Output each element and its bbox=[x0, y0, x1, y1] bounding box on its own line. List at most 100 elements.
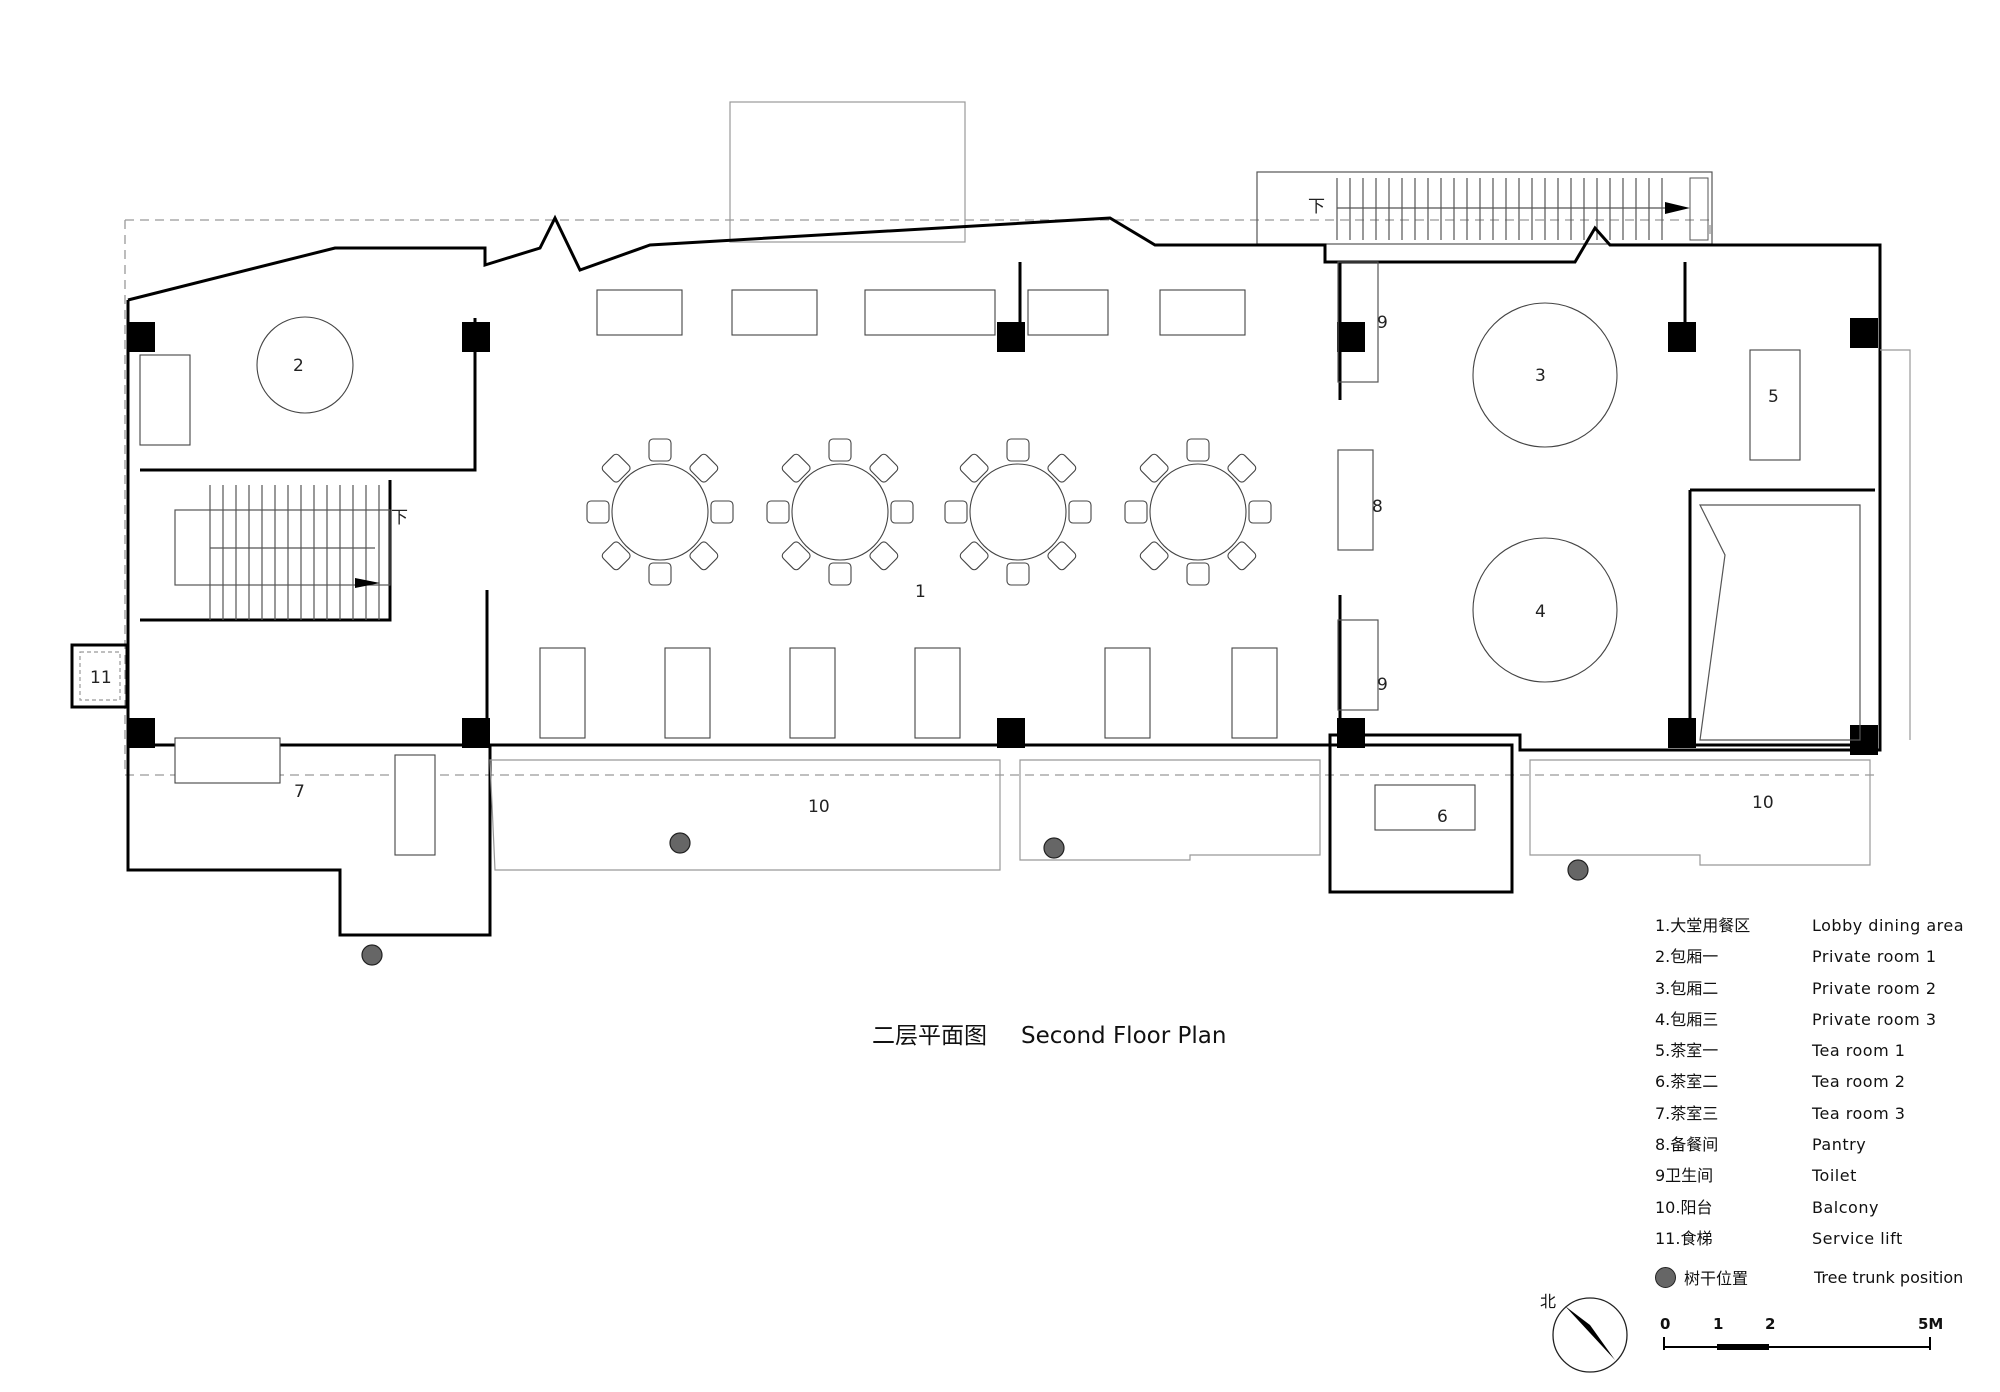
roof-outline-dashed bbox=[124, 219, 1880, 776]
legend-en: Private room 1 bbox=[1812, 947, 1937, 967]
balcony-1 bbox=[489, 759, 1001, 871]
legend-zh: 8.备餐间 bbox=[1655, 1135, 1719, 1155]
balcony-2 bbox=[1529, 759, 1871, 866]
chair bbox=[1006, 438, 1030, 462]
chair bbox=[689, 453, 719, 483]
chair bbox=[601, 453, 631, 483]
tree-trunk-icon bbox=[1655, 1266, 1676, 1288]
legend-en: Tea room 1 bbox=[1812, 1041, 1906, 1061]
legend-row: 4.包厢三 Private room 3 bbox=[1655, 1004, 1964, 1035]
private-room-tables bbox=[256, 302, 1618, 683]
chair bbox=[586, 500, 610, 524]
room-label-10a: 10 bbox=[808, 797, 830, 817]
legend-en: Private room 3 bbox=[1812, 1009, 1937, 1029]
room-label-9b: 9 bbox=[1377, 675, 1388, 695]
chair bbox=[1227, 453, 1257, 483]
legend-en: Tea room 2 bbox=[1812, 1072, 1906, 1092]
scale-bar bbox=[1663, 1337, 1931, 1350]
legend-row: 9卫生间 Toilet bbox=[1655, 1160, 1964, 1191]
legend-zh: 1.大堂用餐区 bbox=[1655, 916, 1751, 935]
tree-legend-zh: 树干位置 bbox=[1684, 1269, 1749, 1288]
room-label-8: 8 bbox=[1372, 497, 1383, 517]
stair-arrow-icon bbox=[1665, 202, 1690, 214]
room-labels: 1 2 3 4 5 6 7 8 9 9 10 10 11 下 下 bbox=[90, 197, 1779, 827]
north-booths bbox=[596, 289, 1246, 336]
chair bbox=[1248, 500, 1272, 524]
chair bbox=[766, 500, 790, 524]
stair-down-mark: 下 bbox=[391, 508, 408, 528]
lift-car bbox=[79, 651, 121, 701]
legend-row: 8.备餐间 Pantry bbox=[1655, 1129, 1964, 1160]
chair bbox=[710, 500, 734, 524]
chair bbox=[781, 541, 811, 571]
room-label-3: 3 bbox=[1535, 366, 1546, 386]
room-label-7: 7 bbox=[294, 782, 305, 802]
toilets bbox=[1337, 261, 1379, 711]
east-edge bbox=[1880, 349, 1911, 740]
chair bbox=[1139, 453, 1169, 483]
top-stair-box bbox=[1256, 171, 1713, 245]
service-lift bbox=[70, 643, 129, 709]
legend-zh: 9卫生间 bbox=[1655, 1166, 1714, 1186]
legend-en: Private room 2 bbox=[1812, 978, 1937, 998]
legend-en: Service lift bbox=[1812, 1228, 1903, 1248]
chair bbox=[781, 453, 811, 483]
scale-label-0: 0 bbox=[1660, 1315, 1671, 1333]
plan-title-en: Second Floor Plan bbox=[1021, 1023, 1227, 1049]
tea-furniture bbox=[139, 349, 1861, 856]
tree-trunks bbox=[361, 832, 1589, 966]
chair bbox=[944, 500, 968, 524]
scale-label-2: 2 bbox=[1765, 1315, 1776, 1333]
room-label-2: 2 bbox=[293, 356, 304, 376]
legend-en: Tea room 3 bbox=[1812, 1103, 1906, 1123]
chair bbox=[689, 541, 719, 571]
chair bbox=[1124, 500, 1148, 524]
chair bbox=[828, 562, 852, 586]
legend-zh: 6.茶室二 bbox=[1655, 1072, 1719, 1092]
legend-en: Toilet bbox=[1812, 1166, 1857, 1186]
stair-down-mark-top: 下 bbox=[1308, 197, 1325, 217]
legend-row: 10.阳台 Balcony bbox=[1655, 1192, 1964, 1223]
chair bbox=[648, 562, 672, 586]
tree-legend-en: Tree trunk position bbox=[1814, 1267, 1964, 1287]
legend-row: 1.大堂用餐区 Lobby dining area bbox=[1655, 910, 1964, 941]
room-label-6: 6 bbox=[1437, 807, 1448, 827]
chair bbox=[959, 453, 989, 483]
legend-row: 5.茶室一 Tea room 1 bbox=[1655, 1035, 1964, 1066]
tree-legend: 树干位置 Tree trunk position bbox=[1655, 1265, 1963, 1289]
chair bbox=[1047, 453, 1077, 483]
legend-en: Lobby dining area bbox=[1812, 916, 1965, 935]
legend-zh: 4.包厢三 bbox=[1655, 1009, 1719, 1029]
room-label-11: 11 bbox=[90, 668, 112, 688]
tea-room-walls bbox=[1683, 262, 1875, 747]
lobby-round-tables bbox=[586, 438, 1272, 586]
chair bbox=[1139, 541, 1169, 571]
south-booths bbox=[539, 647, 1278, 739]
chair bbox=[1227, 541, 1257, 571]
legend-row: 6.茶室二 Tea room 2 bbox=[1655, 1066, 1964, 1097]
scale-label-1: 1 bbox=[1713, 1315, 1724, 1333]
north-arrow-icon bbox=[1552, 1297, 1628, 1373]
legend-zh: 2.包厢一 bbox=[1655, 947, 1719, 967]
legend-en: Pantry bbox=[1812, 1135, 1867, 1155]
balcony-connector bbox=[1019, 759, 1321, 861]
room2-wall bbox=[140, 318, 477, 472]
legend-zh: 5.茶室一 bbox=[1655, 1041, 1719, 1061]
legend-row: 2.包厢一 Private room 1 bbox=[1655, 941, 1964, 972]
legend-zh: 7.茶室三 bbox=[1655, 1103, 1719, 1123]
chair bbox=[890, 500, 914, 524]
legend-en: Balcony bbox=[1812, 1197, 1879, 1217]
lobby-stair-arrow-icon bbox=[355, 578, 380, 588]
room-label-1: 1 bbox=[915, 582, 926, 602]
chair bbox=[869, 541, 899, 571]
room-label-9a: 9 bbox=[1377, 313, 1388, 333]
lobby-stair bbox=[174, 485, 391, 620]
stair-hatch bbox=[1689, 177, 1709, 241]
chair bbox=[869, 453, 899, 483]
legend-row: 7.茶室三 Tea room 3 bbox=[1655, 1098, 1964, 1129]
legend-zh: 10.阳台 bbox=[1655, 1197, 1713, 1217]
upper-projection bbox=[729, 101, 966, 243]
